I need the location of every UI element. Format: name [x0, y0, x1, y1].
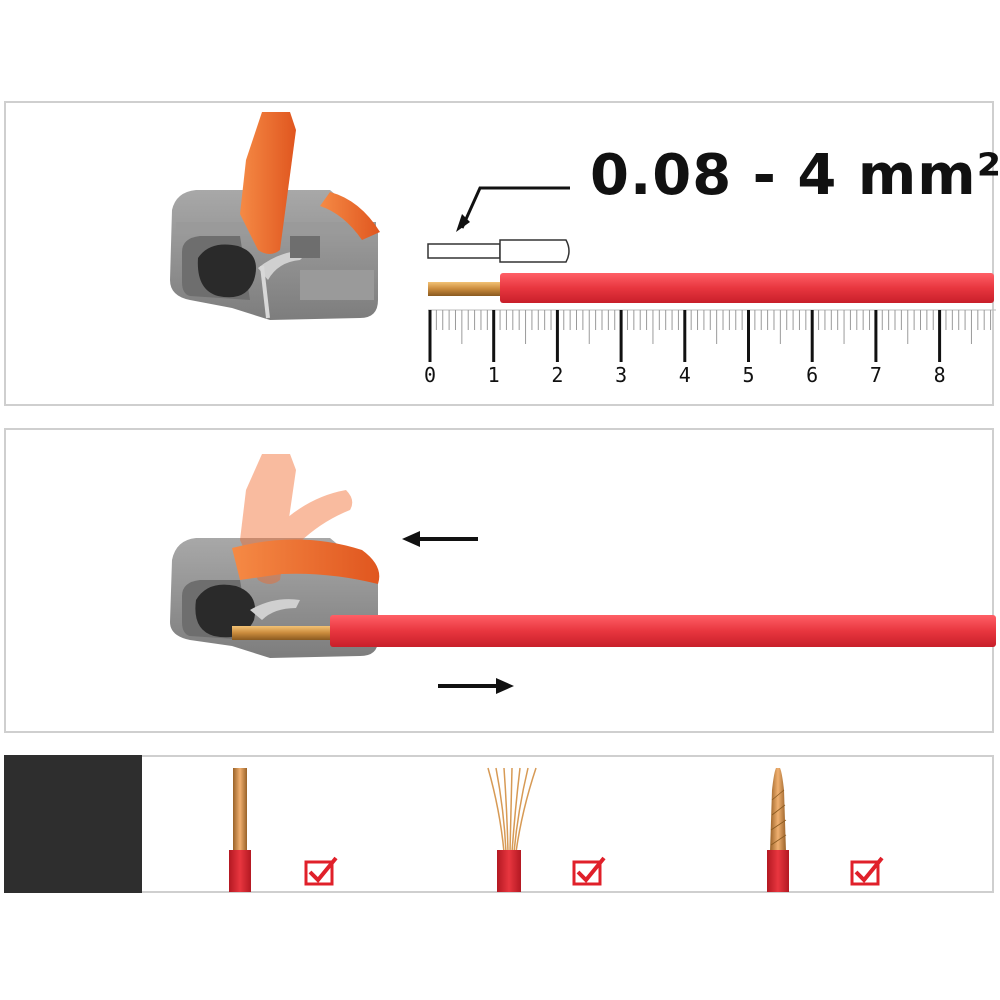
ruler-label: 7	[870, 363, 882, 387]
wire-strip-length	[428, 273, 994, 303]
ruler	[428, 309, 996, 362]
stranded-wire	[767, 768, 789, 892]
connector-inserted	[170, 454, 380, 658]
wire-gauge-range-label: 0.08 - 4 mm²	[590, 143, 1000, 208]
fine-stranded-wire	[487, 767, 537, 892]
ruler-label: 1	[488, 363, 500, 387]
ruler-label: 3	[615, 363, 627, 387]
wire-inserted	[232, 615, 996, 647]
ruler-label: 8	[934, 363, 946, 387]
ruler-label: 6	[806, 363, 818, 387]
dark-block	[4, 755, 142, 893]
ruler-label: 5	[742, 363, 754, 387]
ruler-label: 0	[424, 363, 436, 387]
check-icon	[304, 856, 338, 886]
arrow-pointer-icon	[456, 186, 570, 232]
connector-open	[170, 112, 380, 320]
arrow-left-icon	[402, 531, 478, 547]
arrow-right-icon	[438, 678, 514, 694]
ruler-label: 4	[679, 363, 691, 387]
stripped-wire-outline	[427, 239, 570, 263]
solid-wire	[229, 768, 251, 892]
ruler-label: 2	[551, 363, 563, 387]
check-icon	[850, 856, 884, 886]
check-icon	[572, 856, 606, 886]
ruler-labels: 0 1 2 3 4 5 6 7 8	[424, 363, 946, 387]
